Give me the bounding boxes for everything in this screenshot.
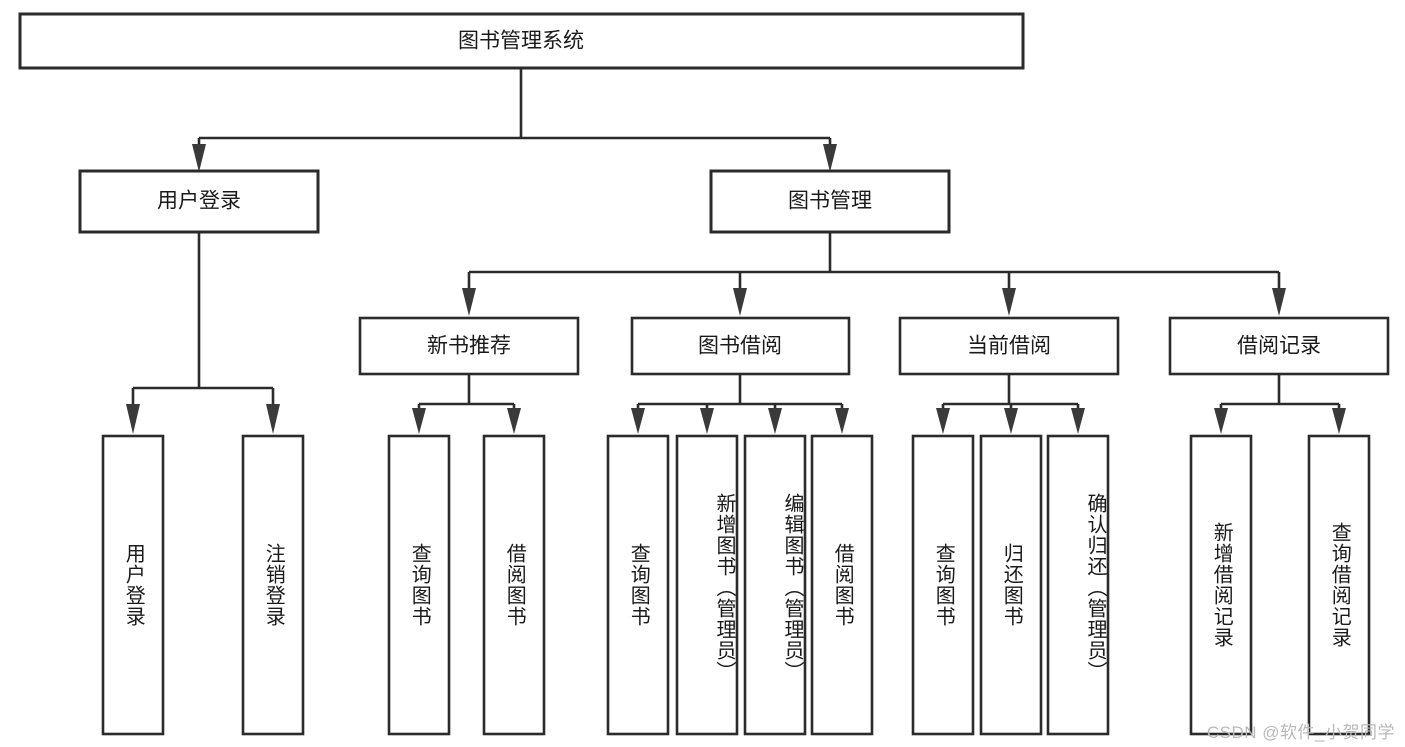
leaf-user-login-box[interactable]	[101, 434, 165, 736]
leaf-borrow-book-1-box[interactable]	[482, 434, 546, 736]
node-current-borrow-box[interactable]	[898, 316, 1120, 376]
node-user-login-box[interactable]	[78, 169, 320, 234]
node-current-borrow-label: 当前借阅	[967, 335, 1051, 358]
leaf-logout-login-box[interactable]	[241, 434, 305, 736]
node-book-borrow-box[interactable]	[630, 316, 851, 376]
node-new-book-recommend-box[interactable]	[358, 316, 580, 376]
leaf-add-borrow-record-box[interactable]	[1189, 434, 1253, 736]
leaf-confirm-return-admin-box[interactable]	[1046, 434, 1110, 736]
node-borrow-record-label: 借阅记录	[1237, 335, 1321, 358]
node-root-box[interactable]	[18, 12, 1025, 70]
leaf-edit-book-admin-box[interactable]	[743, 434, 807, 736]
leaf-add-book-admin-box[interactable]	[675, 434, 739, 736]
leaf-return-book-box[interactable]	[979, 434, 1043, 736]
node-root-label: 图书管理系统	[458, 30, 584, 53]
leaf-query-book-2-box[interactable]	[606, 434, 670, 736]
node-borrow-record-box[interactable]	[1168, 316, 1390, 376]
node-book-borrow-label: 图书借阅	[698, 335, 782, 358]
leaf-query-book-1-box[interactable]	[387, 434, 451, 736]
node-book-manage-box[interactable]	[709, 169, 951, 234]
nodes-layer: 图书管理系统 用户登录 图书管理 新书推荐 图书借阅 当前借阅 借阅记录	[18, 12, 1390, 736]
leaf-borrow-book-2-box[interactable]	[810, 434, 874, 736]
watermark-text: CSDN @软件_小贺同学	[1206, 723, 1395, 742]
node-book-manage-label: 图书管理	[788, 190, 872, 213]
leaf-query-book-3-box[interactable]	[911, 434, 975, 736]
node-new-book-recommend-label: 新书推荐	[427, 335, 511, 358]
node-user-login-label: 用户登录	[157, 190, 241, 213]
edges-layer	[126, 68, 1346, 434]
leaf-query-borrow-record-box[interactable]	[1307, 434, 1371, 736]
